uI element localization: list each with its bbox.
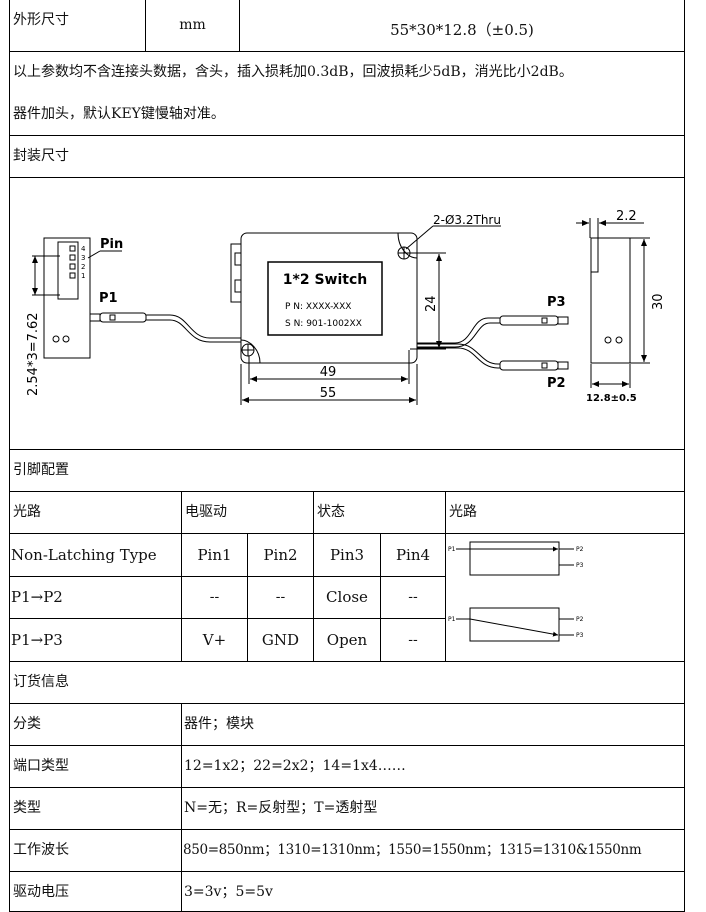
diagram-p1-top: P1 bbox=[448, 546, 456, 553]
table-cell: GND bbox=[261, 631, 300, 649]
diagram-p3-top: P3 bbox=[576, 562, 584, 569]
package-drawing: Pin 4 3 2 1 2.54*3=7.62 P1 1*2 Switch P … bbox=[26, 209, 666, 405]
p3-label: P3 bbox=[547, 295, 566, 310]
pin-number-3: 3 bbox=[81, 254, 85, 262]
table-cell: Close bbox=[326, 588, 368, 606]
switch-body bbox=[230, 232, 418, 364]
order-value-port-type: 12=1x2；22=2x2；14=1x4…… bbox=[184, 758, 406, 774]
dim-49: 49 bbox=[320, 365, 337, 380]
output-fibers bbox=[417, 315, 569, 371]
p2-label: P2 bbox=[547, 376, 566, 391]
note-connector: 以上参数均不含连接头数据，含头，插入损耗加0.3dB，回波损耗少5dB，消光比小… bbox=[13, 64, 573, 80]
right-side-view bbox=[576, 218, 650, 388]
light-path-diagram: P1 P2 P3 P1 P2 P3 bbox=[448, 541, 584, 642]
pin-config-title: 引脚配置 bbox=[13, 462, 69, 478]
pin-header-pin2: Pin2 bbox=[263, 546, 298, 564]
table-cell: V+ bbox=[202, 631, 227, 649]
table-cell: -- bbox=[275, 589, 286, 605]
order-label-wavelength: 工作波长 bbox=[13, 842, 69, 858]
order-label-type: 类型 bbox=[13, 800, 41, 816]
diagram-p2-bottom: P2 bbox=[576, 616, 584, 623]
package-title: 封装尺寸 bbox=[13, 148, 69, 164]
table-cell: -- bbox=[408, 589, 418, 605]
table-cell: -- bbox=[408, 632, 418, 648]
pin-header-pin4: Pin4 bbox=[395, 546, 431, 564]
table-row: P1→P3 bbox=[11, 631, 63, 649]
pin-header-pin3: Pin3 bbox=[329, 546, 365, 564]
pitch-dimension: 2.54*3=7.62 bbox=[26, 312, 41, 396]
pin-number-4: 4 bbox=[81, 245, 86, 253]
pin-col-light-path: 光路 bbox=[13, 504, 41, 520]
pin-col-light-path-diagram: 光路 bbox=[449, 504, 477, 520]
order-value-voltage: 3=3v；5=5v bbox=[184, 884, 273, 900]
dims-unit: mm bbox=[179, 17, 206, 33]
order-title: 订货信息 bbox=[13, 674, 69, 690]
dim-30: 30 bbox=[651, 293, 666, 310]
table-cell: Open bbox=[326, 631, 368, 649]
dim-24: 24 bbox=[424, 295, 439, 312]
dim-55: 55 bbox=[320, 386, 337, 401]
order-label-voltage: 驱动电压 bbox=[13, 884, 69, 900]
pin-header-pin1: Pin1 bbox=[197, 546, 232, 564]
dim-2-2: 2.2 bbox=[616, 209, 637, 224]
hole-dimension: 2-Ø3.2Thru bbox=[433, 213, 501, 227]
dims-value: 55*30*12.8（±0.5) bbox=[390, 21, 534, 39]
diagram-p3-bottom: P3 bbox=[576, 632, 584, 639]
pin-number-1: 1 bbox=[81, 272, 85, 280]
order-value-type: N=无；R=反射型；T=透射型 bbox=[184, 800, 378, 816]
table-row: P1→P2 bbox=[11, 588, 63, 606]
order-value-wavelength: 850=850nm；1310=1310nm；1550=1550nm；1315=1… bbox=[183, 842, 642, 858]
diagram-p1-bottom: P1 bbox=[448, 616, 456, 623]
device-title: 1*2 Switch bbox=[283, 272, 367, 288]
left-side-view bbox=[32, 237, 122, 359]
note-key-alignment: 器件加头，默认KEY键慢轴对准。 bbox=[13, 106, 225, 122]
device-pn: P N: XXXX-XXX bbox=[285, 302, 351, 312]
diagram-p2-top: P2 bbox=[576, 546, 584, 553]
order-label-port-type: 端口类型 bbox=[13, 758, 69, 774]
table-cell: -- bbox=[209, 589, 220, 605]
pin-col-drive: 电驱动 bbox=[185, 504, 227, 520]
p1-fiber bbox=[89, 312, 241, 343]
thickness-dimension: 12.8±0.5 bbox=[586, 393, 637, 404]
pin-label: Pin bbox=[100, 237, 123, 252]
dims-label: 外形尺寸 bbox=[13, 12, 69, 28]
order-value-category: 器件；模块 bbox=[184, 716, 254, 732]
p1-label: P1 bbox=[99, 291, 118, 306]
pin-number-2: 2 bbox=[81, 263, 85, 271]
device-sn: S N: 901-1002XX bbox=[285, 319, 362, 329]
pin-header-type: Non-Latching Type bbox=[11, 546, 157, 564]
order-label-category: 分类 bbox=[13, 716, 41, 732]
pin-col-state: 状态 bbox=[317, 504, 345, 520]
